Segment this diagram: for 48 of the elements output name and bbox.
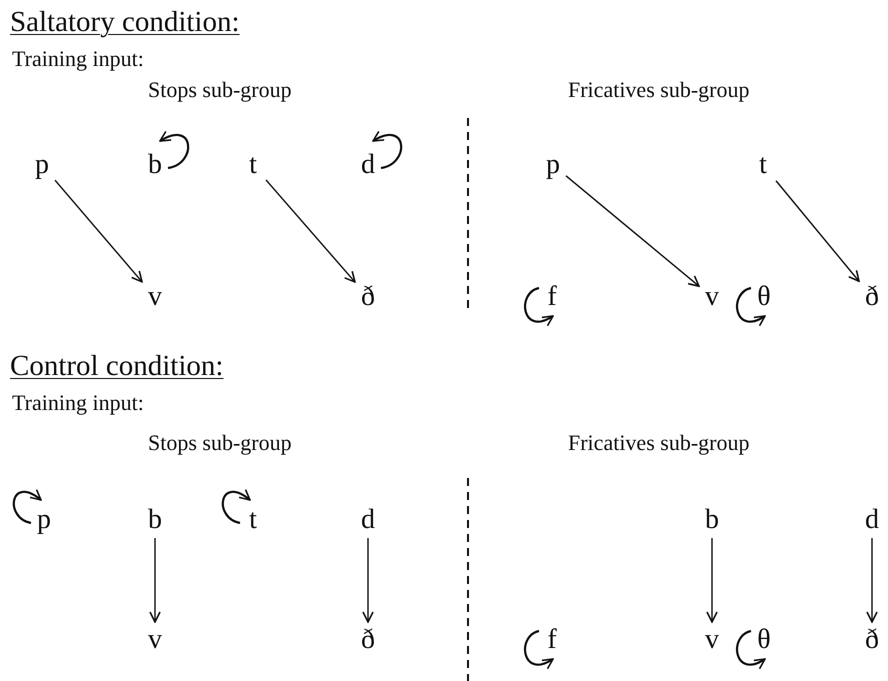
phoneme-label: p — [31, 502, 57, 538]
phoneme-label: p — [540, 147, 566, 183]
arrow — [775, 180, 860, 282]
group-heading: Stops sub-group — [148, 77, 292, 103]
group-heading: Stops sub-group — [148, 430, 292, 456]
arrow — [54, 180, 143, 283]
self-loop-arrow — [524, 630, 554, 669]
self-loop-arrow — [222, 489, 251, 524]
arrow — [362, 538, 374, 623]
phoneme-label: ð — [859, 622, 885, 658]
self-loop-arrow — [736, 286, 766, 326]
self-loop-arrow — [12, 489, 42, 524]
phoneme-label: v — [142, 622, 168, 658]
phoneme-label: θ — [751, 622, 777, 658]
self-loop-arrow — [159, 131, 190, 170]
phoneme-label: ð — [355, 279, 381, 315]
phoneme-label: p — [29, 147, 55, 183]
phoneme-label: ð — [859, 279, 885, 315]
phoneme-label: f — [539, 279, 565, 315]
phoneme-label: θ — [751, 279, 777, 315]
phoneme-label: v — [699, 279, 725, 315]
phoneme-label: t — [240, 147, 266, 183]
arrow — [866, 538, 878, 623]
phoneme-label: ð — [355, 622, 381, 658]
arrow — [566, 175, 700, 287]
phoneme-label: d — [355, 147, 381, 183]
phoneme-label: b — [699, 502, 725, 538]
arrow — [149, 538, 161, 623]
group-heading: Training input: — [12, 390, 144, 416]
phoneme-label: f — [539, 622, 565, 658]
phoneme-label: b — [142, 147, 168, 183]
phoneme-label: v — [699, 622, 725, 658]
phoneme-label: d — [859, 502, 885, 538]
self-loop-arrow — [736, 630, 766, 669]
group-heading: Fricatives sub-group — [568, 77, 750, 103]
phoneme-label: v — [142, 279, 168, 315]
self-loop-arrow — [524, 286, 554, 326]
section-heading: Control condition: — [10, 350, 224, 383]
group-heading: Training input: — [12, 46, 144, 72]
section-heading: Saltatory condition: — [10, 6, 240, 39]
group-heading: Fricatives sub-group — [568, 430, 750, 456]
phoneme-label: b — [142, 502, 168, 538]
arrow — [265, 179, 356, 283]
phoneme-label: t — [750, 147, 776, 183]
arrow — [706, 538, 718, 623]
self-loop-arrow — [372, 131, 402, 170]
phoneme-label: d — [355, 502, 381, 538]
phoneme-label: t — [240, 502, 266, 538]
